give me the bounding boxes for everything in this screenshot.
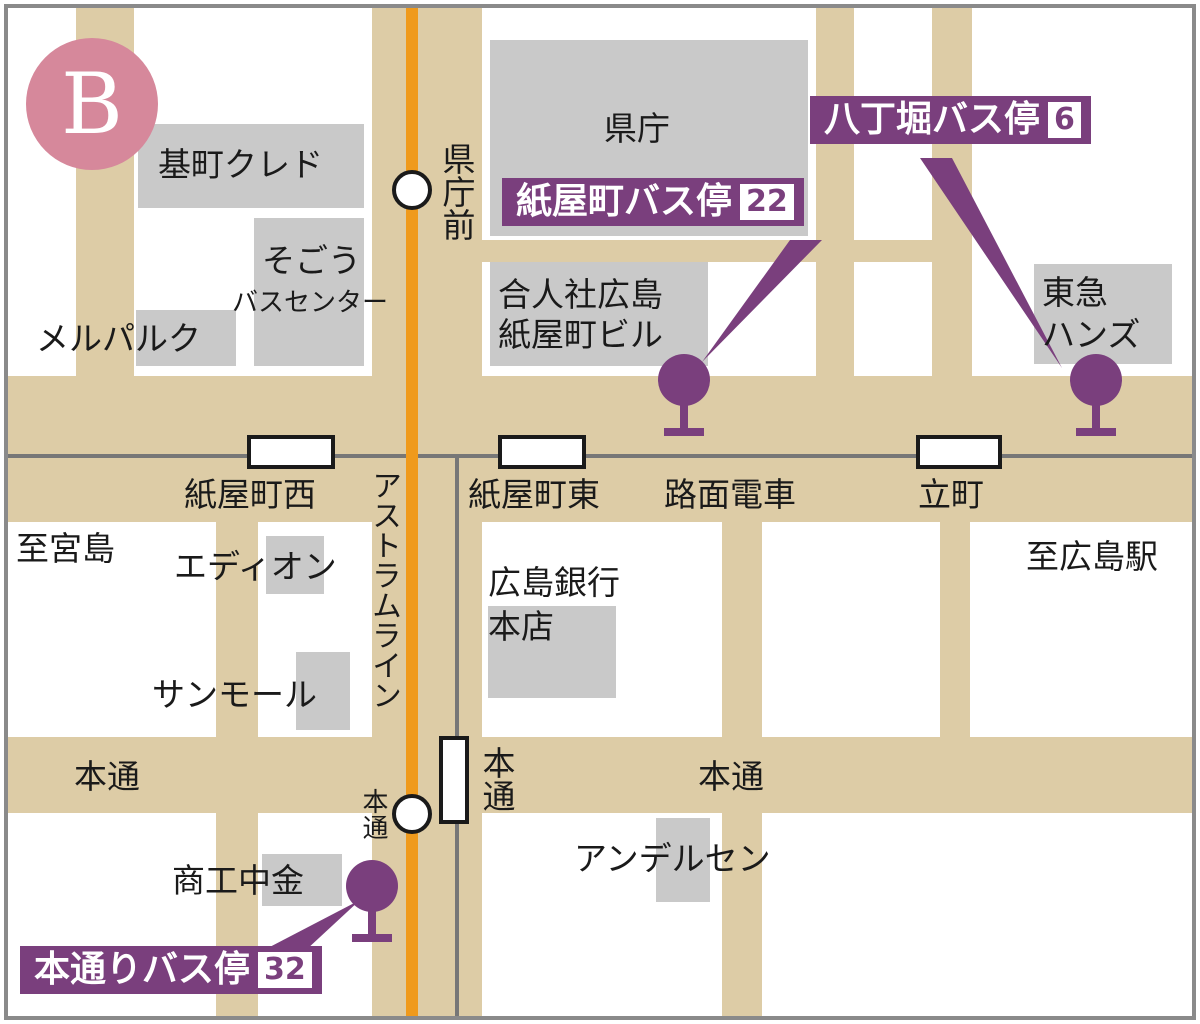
road-v7 (940, 520, 970, 740)
road-v2 (372, 8, 482, 1016)
road-hondori-horizontal (8, 737, 1192, 813)
pin-kamiyacho (658, 354, 710, 436)
label-shoko-chukin: 商工中金 (172, 861, 304, 900)
road-v3 (816, 8, 854, 378)
label-goudou-building: 紙屋町ビル (498, 315, 663, 354)
callout-kamiyacho-name: 紙屋町バス停 (516, 181, 733, 222)
label-merupark: メルパルク (36, 319, 201, 358)
label-kencho-mae-station: 県庁前 (437, 142, 476, 241)
block-sogo (254, 218, 364, 366)
label-andersen: アンデルセン (574, 839, 771, 878)
tram-stop-tatemachi (916, 435, 1002, 469)
label-hiroshima-bank-honten: 本店 (488, 607, 554, 646)
label-sogo: そごう (262, 241, 361, 280)
label-hiroshima-bank: 広島銀行 (488, 563, 620, 602)
road-v5 (216, 520, 258, 1020)
map-frame (4, 4, 1196, 1020)
tram-stop-kamiyacho-higashi (498, 435, 586, 469)
tram-stops (247, 435, 1002, 824)
callout-hatchobori-bus-stop[interactable]: 八丁堀バス停 6 (810, 96, 1091, 144)
label-sogo-bus-center: バスセンター (232, 288, 389, 318)
label-kamiyacho-nishi: 紙屋町西 (184, 475, 316, 514)
block-motomachi-cred (138, 124, 364, 208)
callout-kamiyacho-bus-stop[interactable]: 紙屋町バス停 22 (502, 178, 804, 226)
label-hands: ハンズ (1042, 315, 1141, 354)
label-romen-densha: 路面電車 (664, 475, 796, 514)
label-hondori-astram-station: 本通 (358, 788, 388, 840)
station-kencho-mae (392, 170, 432, 210)
block-andersen (656, 818, 710, 902)
callout-hatchobori-name: 八丁堀バス停 (824, 99, 1041, 140)
label-goudou: 合人社広島 (498, 275, 663, 314)
label-astram-line: アストラムライン (366, 470, 401, 710)
label-kencho: 県庁 (604, 109, 670, 148)
callout-hondori-number: 32 (258, 952, 312, 988)
label-kamiyacho-higashi: 紙屋町東 (468, 475, 600, 514)
roads (8, 8, 1192, 1020)
label-hondori-west: 本通 (74, 757, 140, 796)
label-sunmall: サンモール (152, 675, 317, 714)
block-goudou (490, 262, 708, 366)
callout-hondori-name: 本通りバス停 (34, 949, 251, 990)
label-to-miyajima: 至宮島 (16, 529, 115, 568)
road-v6 (722, 520, 762, 1020)
callout-pointers (264, 158, 1062, 950)
callout-hatchobori-number: 6 (1048, 102, 1081, 138)
label-tatemachi: 立町 (918, 475, 984, 514)
label-hondori-east: 本通 (698, 757, 764, 796)
station-hondori-astram (392, 794, 432, 834)
pin-hatchobori (1070, 354, 1122, 436)
block-tokyu-hands (1034, 264, 1172, 364)
bus-stop-pins (346, 354, 1122, 942)
pointer-hatchobori (920, 158, 1062, 368)
astram-stations (392, 170, 432, 834)
callout-kamiyacho-number: 22 (740, 184, 794, 220)
area-badge: B (26, 38, 158, 170)
block-merupark (136, 310, 236, 366)
block-shoko (262, 854, 342, 906)
callout-hondori-bus-stop[interactable]: 本通りバス停 32 (20, 946, 322, 994)
label-hondori-tram-stop: 本通 (477, 746, 516, 812)
block-sunmall (296, 652, 350, 730)
label-motomachi-cred: 基町クレド (158, 145, 323, 184)
pin-hondori (346, 860, 398, 942)
block-edion (266, 536, 324, 594)
label-tokyu: 東急 (1042, 273, 1108, 312)
road-top-short (482, 240, 972, 262)
block-hiroshima-bank (488, 606, 616, 698)
tram-stop-kamiyacho-nishi (247, 435, 335, 469)
label-to-hiroshima-station: 至広島駅 (1026, 537, 1158, 576)
tram-stop-hondori (439, 736, 469, 824)
pointer-kamiyacho (702, 240, 822, 362)
pointer-hondori (264, 900, 360, 950)
label-edion: エディオン (174, 547, 337, 586)
